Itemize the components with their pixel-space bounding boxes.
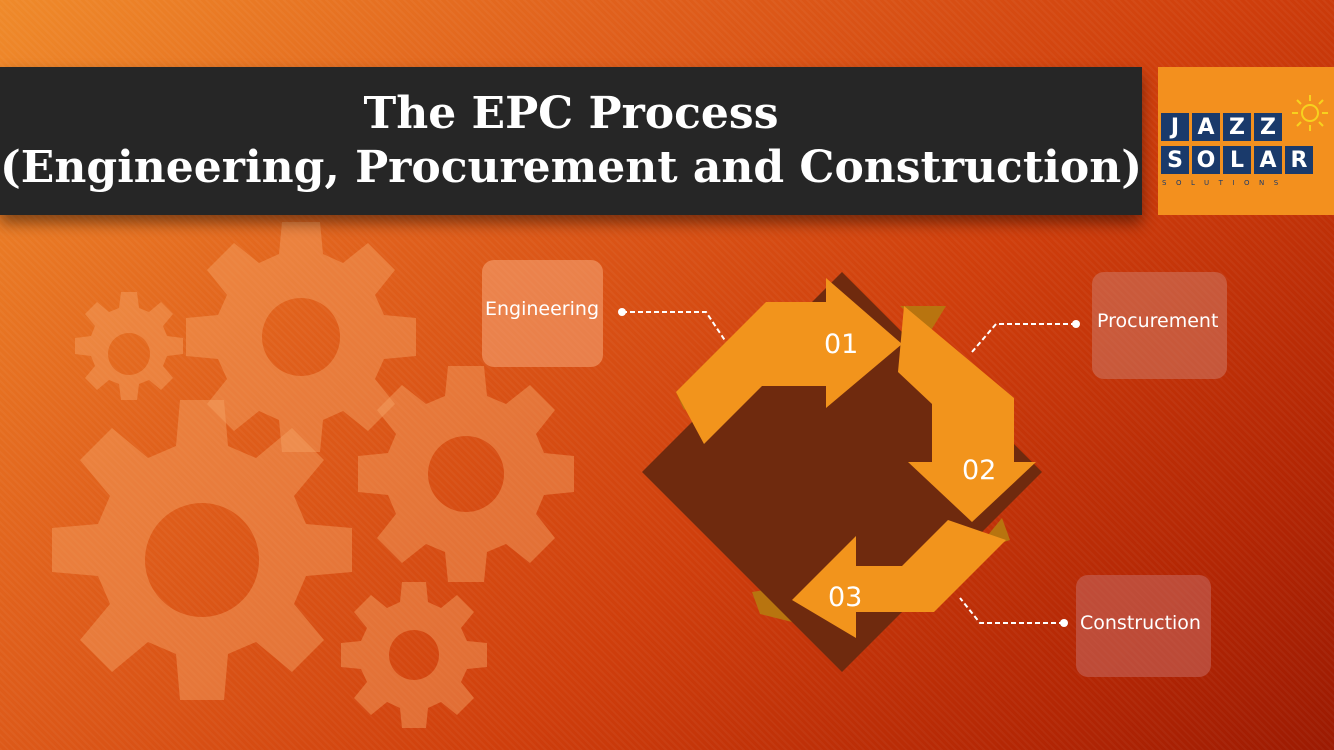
arrow-03 <box>792 520 1006 638</box>
engineering-connector-dot <box>618 308 626 316</box>
logo-letter: A <box>1254 146 1282 174</box>
step-number-02: 02 <box>962 455 997 486</box>
logo-letter: L <box>1223 146 1251 174</box>
page-title: The EPC Process <box>363 88 779 139</box>
construction-connector-dot <box>1060 619 1068 627</box>
engineering-connector <box>622 311 727 343</box>
arrow-02 <box>898 306 1036 522</box>
company-logo: J A Z Z S O L A R SOLUTIONS <box>1158 67 1334 215</box>
construction-label: Construction <box>1080 612 1201 634</box>
engineering-label: Engineering <box>485 298 599 320</box>
procurement-label: Procurement <box>1097 310 1219 332</box>
arrow-01 <box>676 278 902 444</box>
engineering-box <box>482 260 603 367</box>
construction-box <box>1076 575 1211 677</box>
gear-icon <box>75 292 183 400</box>
sun-icon <box>1292 95 1328 131</box>
step-number-01: 01 <box>824 329 859 360</box>
gear-icon <box>52 400 352 700</box>
logo-letter: S <box>1161 146 1189 174</box>
logo-letter: O <box>1192 146 1220 174</box>
logo-subtitle: SOLUTIONS <box>1162 179 1288 187</box>
gear-icon <box>186 222 416 452</box>
logo-letter: A <box>1192 113 1220 141</box>
procurement-connector <box>971 323 1076 353</box>
logo-letter: Z <box>1223 113 1251 141</box>
logo-word-solar: S O L A R <box>1161 146 1313 174</box>
logo-letter: R <box>1285 146 1313 174</box>
procurement-connector-dot <box>1072 320 1080 328</box>
gear-icon <box>341 582 487 728</box>
step-number-03: 03 <box>828 582 863 613</box>
title-bar: The EPC Process (Engineering, Procuremen… <box>0 67 1142 215</box>
page-subtitle: (Engineering, Procurement and Constructi… <box>0 142 1143 193</box>
logo-letter: Z <box>1254 113 1282 141</box>
gear-icon <box>358 366 574 582</box>
logo-letter: J <box>1161 113 1189 141</box>
logo-word-jazz: J A Z Z <box>1161 113 1282 141</box>
procurement-box <box>1092 272 1227 379</box>
construction-connector <box>959 597 1064 624</box>
